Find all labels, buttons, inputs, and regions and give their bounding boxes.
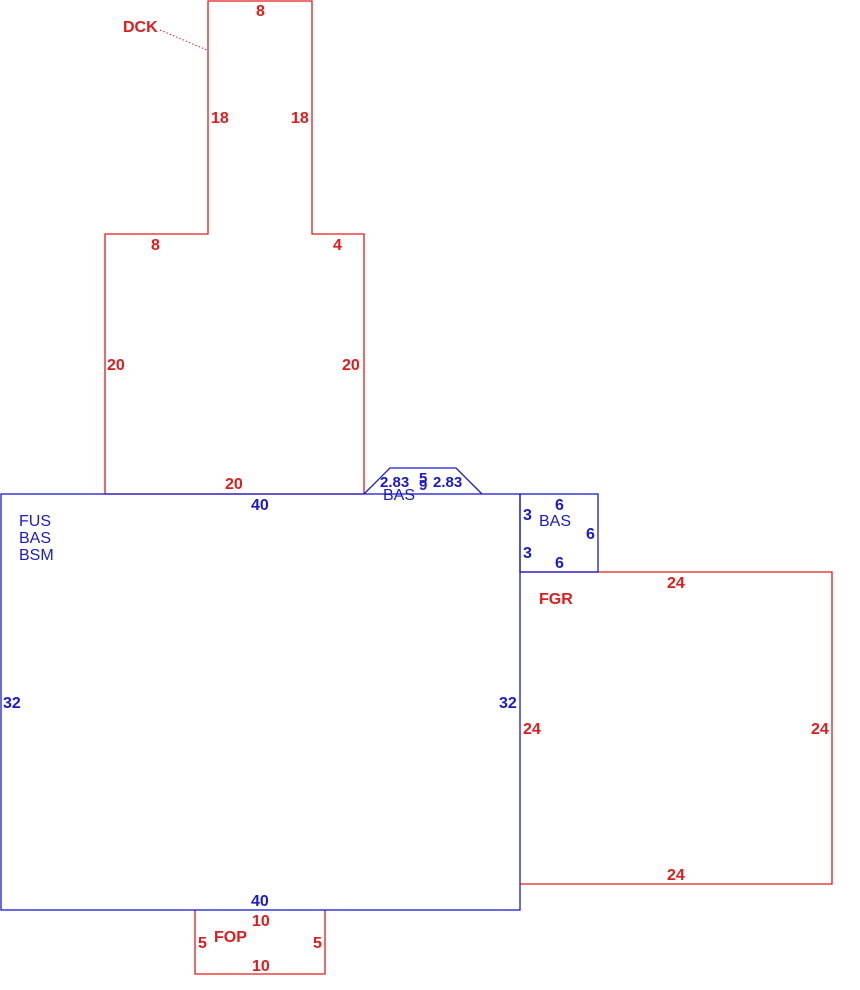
bay-window-area: 2.83 5 9 2.83 BAS xyxy=(363,467,483,504)
bay-right-side-dimension: 2.83 xyxy=(433,474,462,491)
deck-outline xyxy=(104,0,365,494)
deck-top-dimension: 8 xyxy=(256,3,265,20)
porch-area: FOP 10 10 5 5 xyxy=(194,910,326,975)
bump-out-bottom-dimension: 6 xyxy=(555,555,564,572)
main-bottom-dimension: 40 xyxy=(251,893,269,910)
deck-code-label: DCK xyxy=(123,19,158,36)
garage-area: FGR 24 24 24 24 xyxy=(520,571,833,885)
main-house-area: FUS BAS BSM 40 40 32 32 xyxy=(0,493,521,911)
bump-out-right-dimension: 6 xyxy=(586,526,595,543)
main-left-dimension: 32 xyxy=(3,695,21,712)
deck-lower-left-dimension: 20 xyxy=(107,357,125,374)
porch-left-dimension: 5 xyxy=(198,935,207,952)
main-house-outline xyxy=(0,493,521,911)
porch-right-dimension: 5 xyxy=(313,935,322,952)
deck-step-left-dimension: 8 xyxy=(151,237,160,254)
bay-depth-dimension: 9 xyxy=(419,477,427,494)
main-code-bas: BAS xyxy=(19,530,51,547)
deck-bottom-dimension: 20 xyxy=(225,476,243,493)
bump-out-top-dimension: 6 xyxy=(555,497,564,514)
bay-top-dimension: 5 xyxy=(419,470,427,487)
deck-lower-right-dimension: 20 xyxy=(342,357,360,374)
porch-bottom-dimension: 10 xyxy=(252,958,270,975)
garage-top-dimension: 24 xyxy=(667,575,685,592)
bay-left-side-dimension: 2.83 xyxy=(380,474,409,491)
main-code-fus: FUS xyxy=(19,513,51,530)
garage-right-dimension: 24 xyxy=(811,721,829,738)
bump-out-area: BAS 6 6 6 3 3 xyxy=(519,493,599,573)
deck-area: DCK 8 18 18 8 4 20 20 20 xyxy=(104,0,365,495)
deck-leader-line xyxy=(159,29,208,51)
deck-upper-left-dimension: 18 xyxy=(211,110,229,127)
garage-left-dimension: 24 xyxy=(523,721,541,738)
porch-code-label: FOP xyxy=(214,929,247,946)
deck-step-right-dimension: 4 xyxy=(333,237,342,254)
bay-code-label: BAS xyxy=(383,487,415,504)
porch-outline xyxy=(194,910,326,975)
garage-outline xyxy=(520,571,833,885)
bump-out-outline xyxy=(519,493,599,573)
main-code-bsm: BSM xyxy=(19,547,54,564)
garage-bottom-dimension: 24 xyxy=(667,867,685,884)
bump-out-left-lower-dimension: 3 xyxy=(523,545,532,562)
bump-out-code-label: BAS xyxy=(539,513,571,530)
bump-out-left-upper-dimension: 3 xyxy=(523,507,532,524)
porch-top-dimension: 10 xyxy=(252,913,270,930)
garage-code-label: FGR xyxy=(539,591,573,608)
deck-upper-right-dimension: 18 xyxy=(291,110,309,127)
main-right-dimension: 32 xyxy=(499,695,517,712)
main-top-dimension: 40 xyxy=(251,497,269,514)
bay-window-outline xyxy=(363,467,483,495)
